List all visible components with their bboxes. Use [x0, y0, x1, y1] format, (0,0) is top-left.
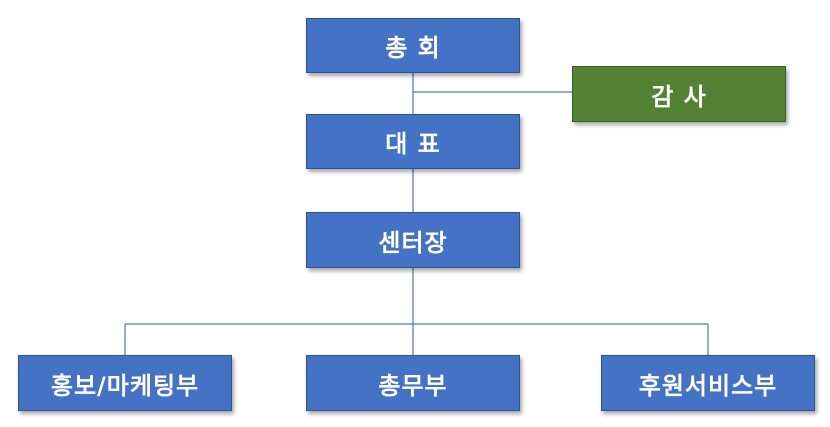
representative-label: 대 표: [385, 130, 441, 158]
pr-marketing-department-box: 홍보/마케팅부: [18, 355, 232, 411]
general-affairs-department-label: 총무부: [378, 371, 448, 400]
general-affairs-department-box: 총무부: [306, 355, 520, 411]
center-head-box: 센터장: [306, 212, 520, 268]
general-assembly-box: 총 회: [306, 18, 520, 73]
auditor-box: 감 사: [572, 66, 786, 122]
auditor-label: 감 사: [651, 82, 707, 111]
center-head-label: 센터장: [378, 228, 448, 257]
sponsorship-service-department-label: 후원서비스부: [638, 371, 778, 400]
pr-marketing-department-label: 홍보/마케팅부: [50, 371, 200, 400]
sponsorship-service-department-box: 후원서비스부: [601, 355, 815, 411]
general-assembly-label: 총 회: [385, 34, 441, 62]
representative-box: 대 표: [306, 114, 520, 169]
